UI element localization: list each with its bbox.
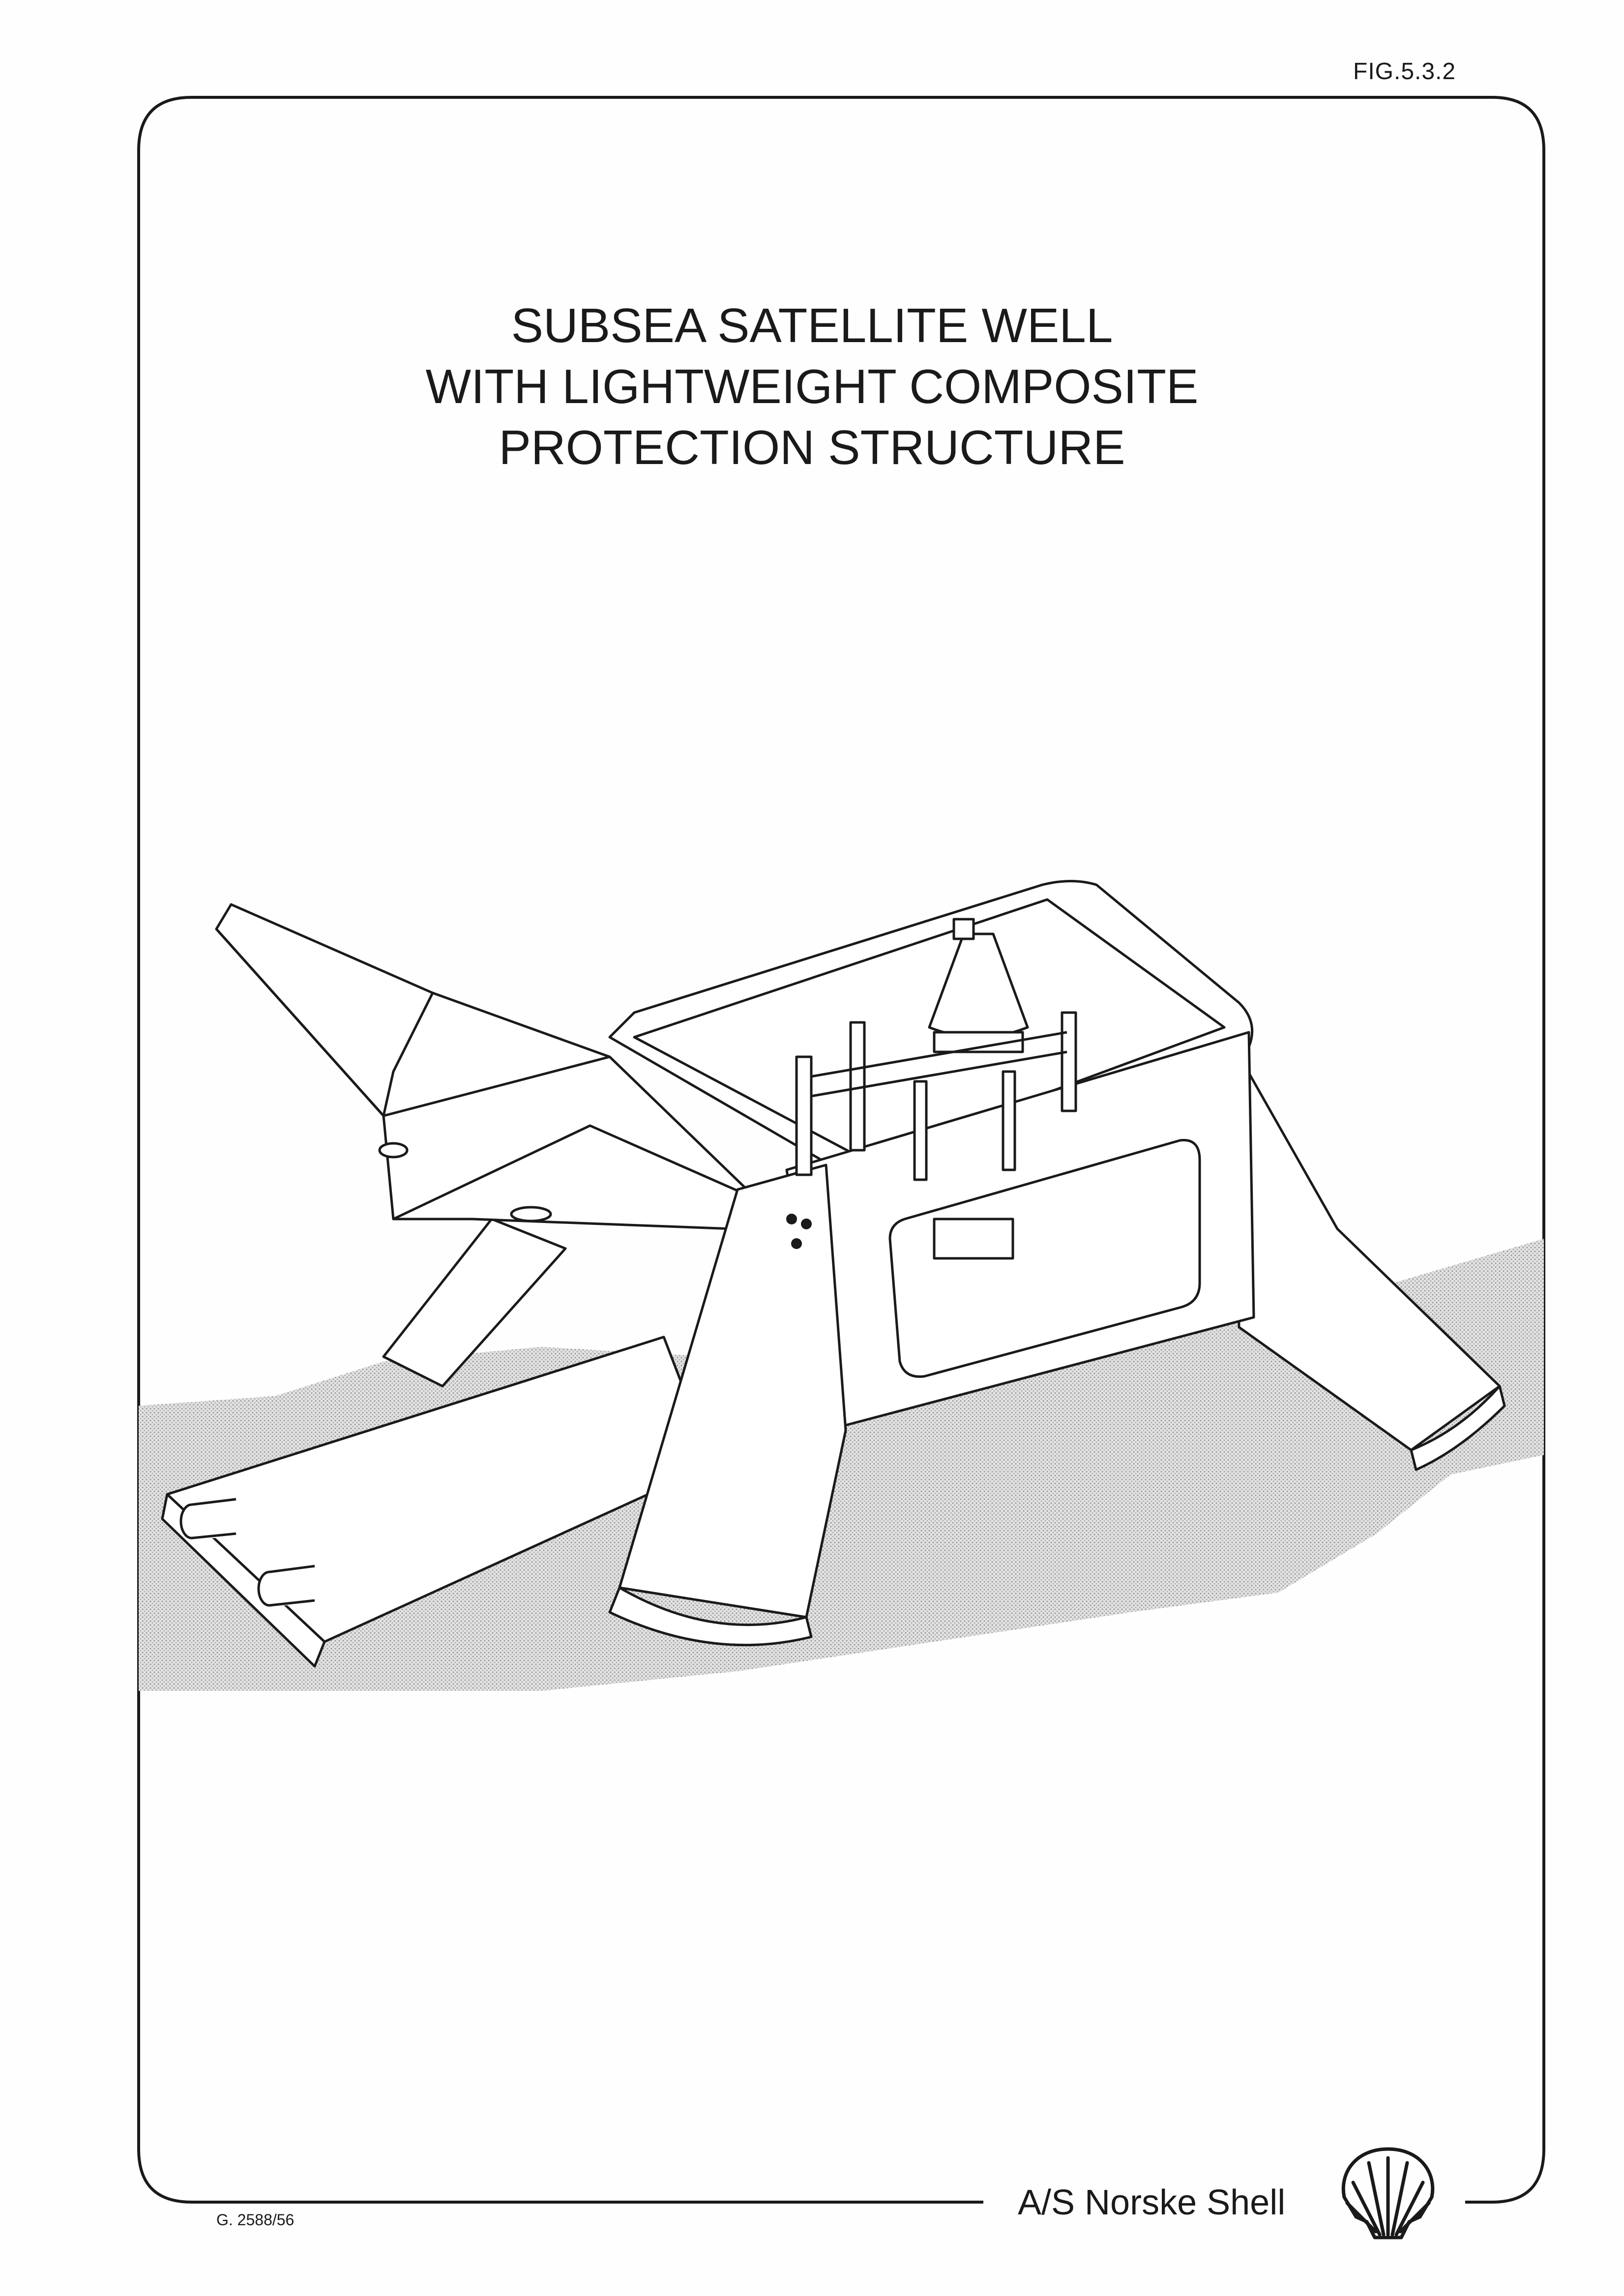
company-name: A/S Norske Shell bbox=[1018, 2183, 1286, 2222]
title-line: WITH LIGHTWEIGHT COMPOSITE bbox=[425, 359, 1199, 413]
right-leg-skirt bbox=[1410, 1385, 1506, 1471]
drawing-number: G. 2588/56 bbox=[216, 2211, 295, 2229]
diagram-title: SUBSEA SATELLITE WELL WITH LIGHTWEIGHT C… bbox=[0, 295, 1624, 478]
title-line: SUBSEA SATELLITE WELL bbox=[511, 298, 1113, 352]
seabed-shadow bbox=[139, 1239, 1544, 1691]
structure-top-rim bbox=[608, 880, 1254, 1181]
frame-border bbox=[137, 96, 1545, 2204]
left-leg-upper bbox=[382, 1218, 567, 1388]
figure-label: FIG.5.3.2 bbox=[1353, 58, 1456, 85]
title-line: PROTECTION STRUCTURE bbox=[499, 420, 1125, 474]
front-leg-skirt bbox=[608, 1586, 813, 1647]
front-window bbox=[888, 1139, 1201, 1378]
shell-logo-icon bbox=[1341, 2147, 1435, 2239]
